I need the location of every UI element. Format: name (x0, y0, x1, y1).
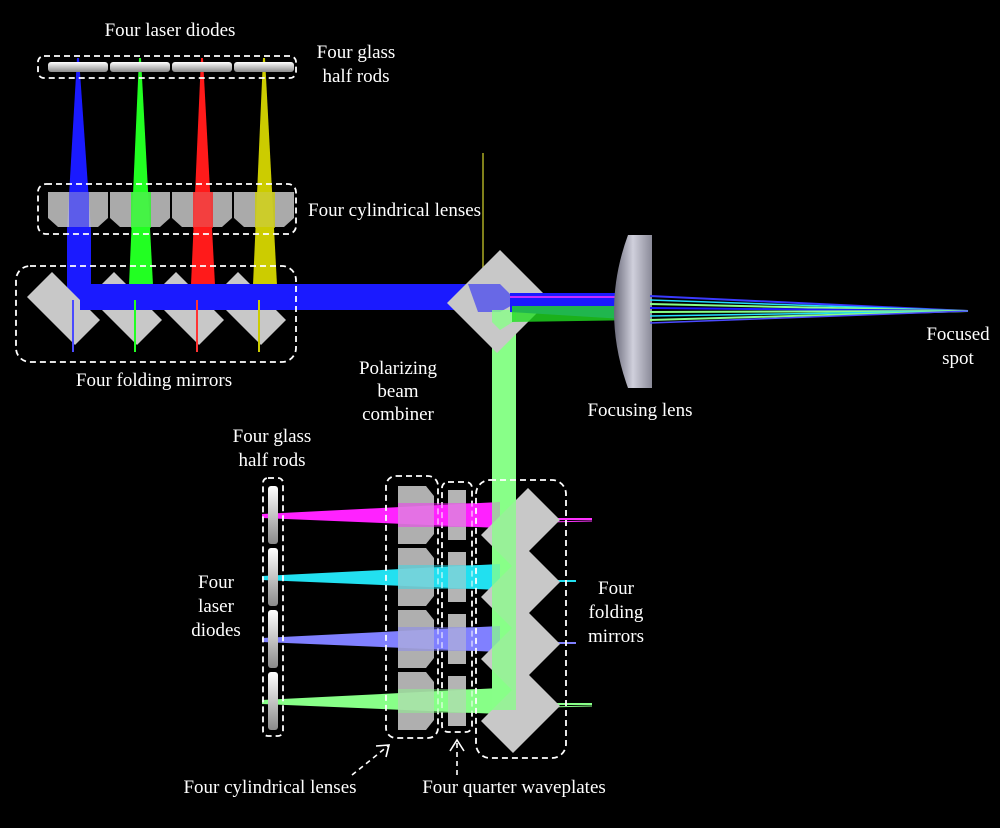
label-bottom-folding-mirrors-1: Four (598, 578, 635, 599)
beam-red-through-lens (193, 192, 213, 228)
label-bottom-laser-diodes-1: Four (198, 572, 235, 593)
label-bottom-folding-mirrors-3: mirrors (588, 626, 644, 647)
bottom-rod-2 (268, 548, 278, 606)
top-mirror-1 (27, 272, 100, 345)
bottom-cyl-lens-4 (398, 672, 434, 730)
label-top-glass-rods-1: Four glass (317, 42, 396, 63)
beam-lavender-cone (262, 626, 500, 652)
pbc-green-overlay (492, 310, 516, 330)
bottom-cyl-lens-1 (398, 486, 434, 544)
top-glass-half-rods (48, 62, 294, 72)
top-cyl-dashed-box (37, 183, 297, 235)
bottom-cyl-lens-3 (398, 610, 434, 668)
label-pbc-3: combiner (362, 404, 434, 425)
top-rod-1 (48, 62, 108, 72)
qwp-3 (448, 614, 466, 664)
bottom-rod-3 (268, 610, 278, 668)
label-focused-spot-2: spot (942, 348, 974, 369)
bottom-fold-dashed-box (475, 479, 567, 759)
focused-rays (649, 295, 969, 324)
bottom-rod-1 (268, 486, 278, 544)
overlay-magenta (398, 503, 498, 527)
label-pbc-1: Polarizing (359, 358, 438, 379)
qwp-4 (448, 676, 466, 726)
label-bottom-cylindrical-lenses: Four cylindrical lenses (183, 777, 356, 798)
label-bottom-laser-diodes-3: diodes (191, 620, 241, 641)
label-top-laser-diodes: Four laser diodes (105, 20, 236, 41)
bottom-glass-half-rods (268, 486, 278, 730)
overlay-cyan (398, 565, 498, 589)
beam-magenta-cone (262, 502, 500, 528)
label-bottom-folding-mirrors-2: folding (589, 602, 644, 623)
beam-green-through-lens (131, 192, 151, 228)
beam-cyan-cone (262, 564, 500, 590)
beam-to-lens-green (512, 306, 640, 322)
top-rods-dashed-box (37, 55, 297, 79)
quarter-waveplates (448, 490, 466, 726)
qwp-2 (448, 552, 466, 602)
bottom-cylindrical-lenses (398, 486, 434, 730)
bottom-rod-4 (268, 672, 278, 730)
label-top-cylindrical-lenses: Four cylindrical lenses (308, 200, 481, 221)
label-top-glass-rods-2: half rods (322, 66, 389, 87)
beam-lightgreen-cone (262, 688, 500, 714)
beam-green-cone (129, 58, 153, 285)
beam-green-through-mirrors (492, 488, 516, 710)
top-rod-4 (234, 62, 294, 72)
label-focusing-lens: Focusing lens (587, 400, 692, 421)
bottom-mirror-4 (481, 674, 560, 753)
label-bottom-glass-rods-2: half rods (238, 450, 305, 471)
top-fold-dashed-box (15, 265, 297, 363)
beam-red-cone (191, 58, 215, 285)
top-rod-2 (110, 62, 170, 72)
pbc-beam-overlay (468, 284, 518, 312)
beam-yellow-cone (253, 58, 277, 285)
beam-combined-horizontal (80, 284, 500, 310)
qwp-dashed-box (441, 481, 473, 733)
arrow-cylindrical-lenses (351, 744, 391, 776)
label-bottom-laser-diodes-2: laser (198, 596, 235, 617)
qwp-1 (448, 490, 466, 540)
overlay-lavender (398, 627, 498, 651)
arrow-quarter-waveplates (449, 738, 465, 775)
beam-yellow-through-lens (255, 192, 275, 228)
bottom-cyl-dashed-box (385, 475, 439, 739)
beam-blue-cone (67, 58, 91, 230)
label-pbc-2: beam (377, 381, 418, 402)
focusing-lens (614, 235, 652, 388)
overlay-lightgreen (398, 689, 498, 713)
bottom-rods-dashed-box (262, 477, 284, 737)
label-top-folding-mirrors: Four folding mirrors (76, 370, 232, 391)
label-bottom-quarter-waveplates: Four quarter waveplates (422, 777, 606, 798)
bottom-cyl-lens-2 (398, 548, 434, 606)
label-focused-spot-1: Focused (926, 324, 990, 345)
top-rod-3 (172, 62, 232, 72)
label-bottom-glass-rods-1: Four glass (233, 426, 312, 447)
beam-blue-through-lens (69, 192, 89, 228)
